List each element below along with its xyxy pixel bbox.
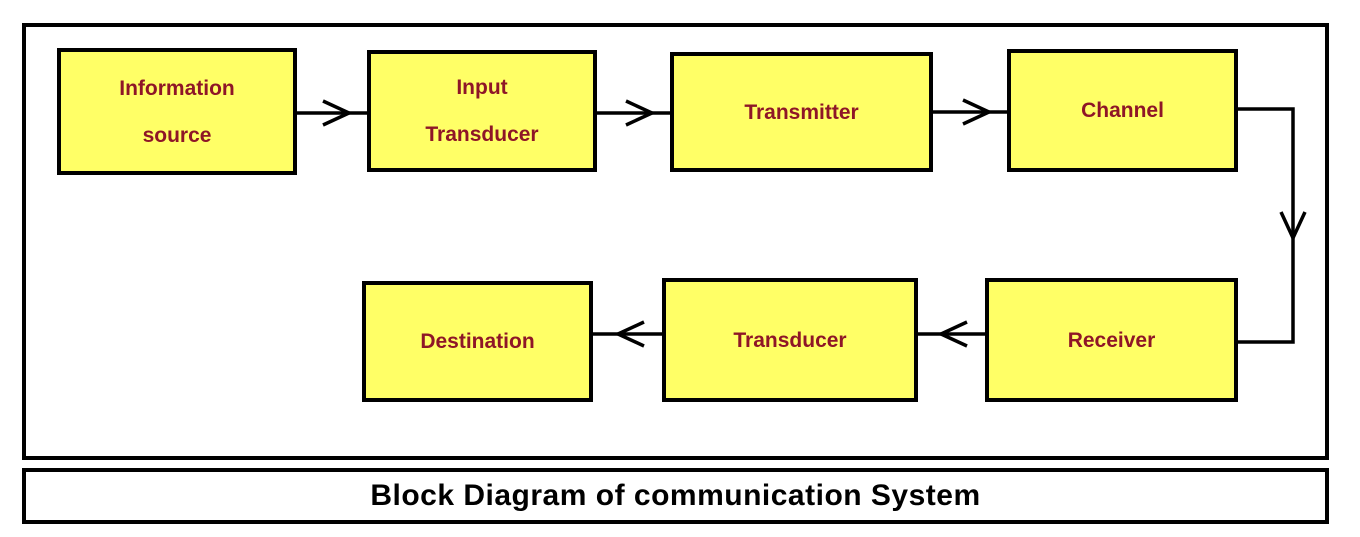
block-label-line: Transducer xyxy=(733,328,847,352)
block-transmitter: Transmitter xyxy=(670,52,933,172)
block-label-line: Channel xyxy=(1081,99,1164,122)
block-label-line: Transmitter xyxy=(744,100,859,124)
caption-text: Block Diagram of communication System xyxy=(370,479,981,512)
block-label-line: Transducer xyxy=(425,123,539,146)
block-label-line: source xyxy=(142,123,212,147)
block-label-line: Input xyxy=(456,76,508,99)
block-receiver: Receiver xyxy=(985,278,1238,402)
block-channel: Channel xyxy=(1007,49,1238,172)
block-output-transducer: Transducer xyxy=(662,278,918,402)
caption-bar: Block Diagram of communication System xyxy=(22,468,1329,524)
block-information-source: Information source xyxy=(57,48,297,175)
block-destination: Destination xyxy=(362,281,593,402)
block-label-line: Destination xyxy=(420,330,535,353)
block-label-line: Receiver xyxy=(1067,328,1156,352)
diagram-frame xyxy=(22,23,1329,460)
block-input-transducer: Input Transducer xyxy=(367,50,597,172)
block-label-line: Information xyxy=(119,76,235,100)
